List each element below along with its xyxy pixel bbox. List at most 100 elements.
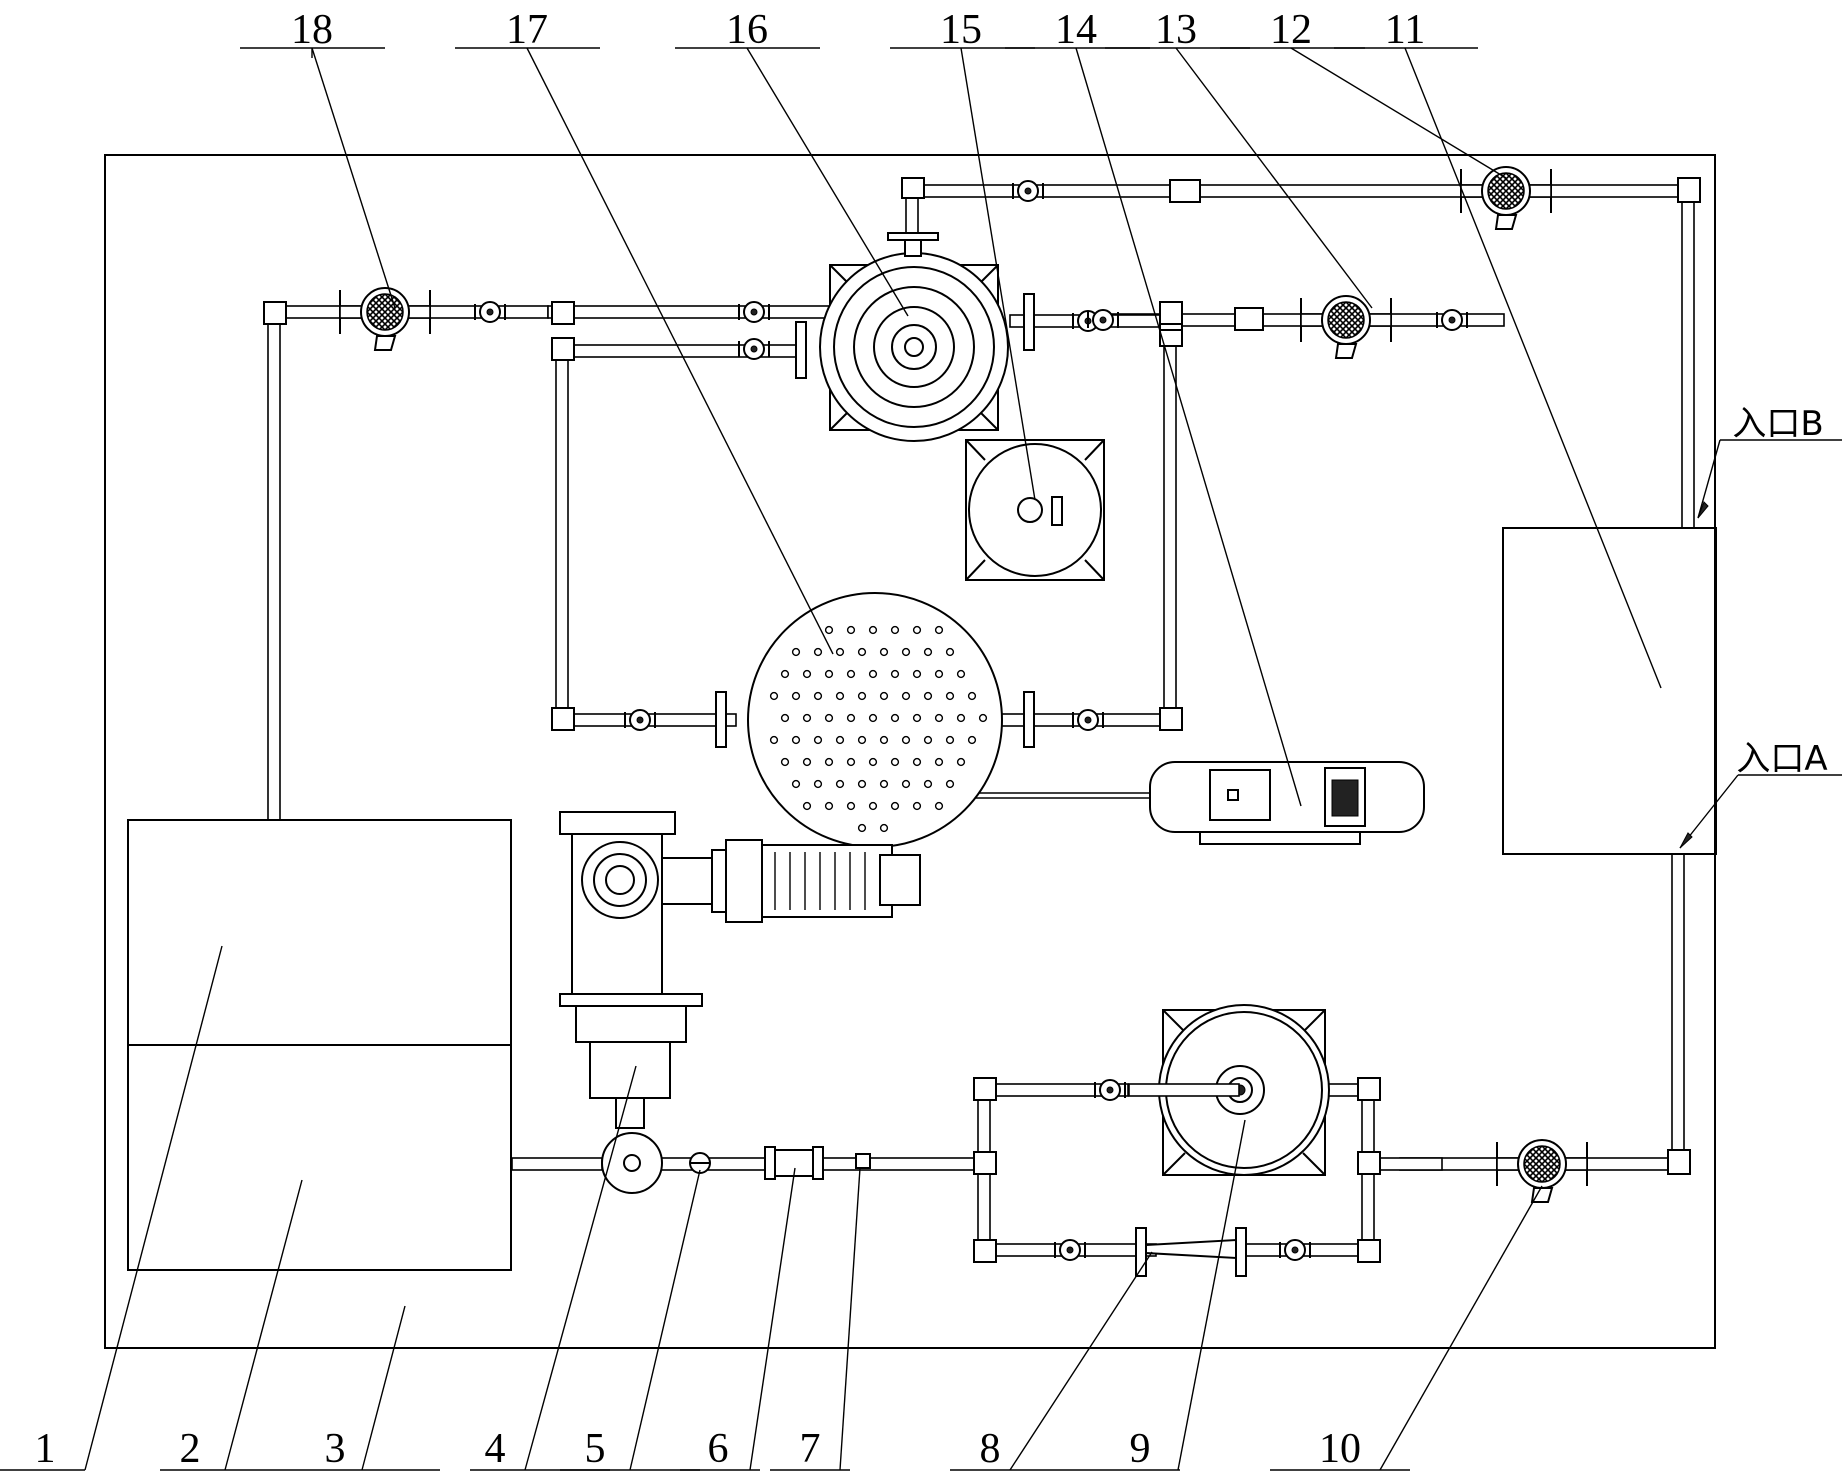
disk-hole — [857, 779, 867, 789]
disk-hole — [769, 735, 779, 745]
filter-12 — [1460, 166, 1552, 230]
disk-hole — [813, 647, 823, 657]
disk-hole — [890, 801, 900, 811]
disk-hole — [780, 713, 790, 723]
disk-hole — [802, 713, 812, 723]
label-1: 1 — [35, 1426, 56, 1472]
disk-hole — [846, 713, 856, 723]
disk-hole — [846, 625, 856, 635]
label-3: 3 — [325, 1426, 346, 1472]
disk-hole — [868, 801, 878, 811]
disk-hole — [824, 801, 834, 811]
disk-hole — [879, 823, 889, 833]
disk-hole — [813, 735, 823, 745]
disk-hole — [901, 691, 911, 701]
disk-hole — [802, 669, 812, 679]
disk-hole — [835, 735, 845, 745]
filter-10 — [1496, 1139, 1588, 1203]
perforated-disk-17 — [715, 592, 1035, 848]
pump-16 — [795, 232, 1035, 442]
disk-hole — [923, 779, 933, 789]
disk-hole — [769, 691, 779, 701]
label-8: 8 — [980, 1426, 1001, 1472]
valve — [738, 301, 770, 323]
union-fitting — [1234, 307, 1264, 331]
disk-hole — [846, 669, 856, 679]
pump-9 — [1128, 1004, 1330, 1176]
disk-hole — [978, 713, 988, 723]
tank-11 — [1502, 527, 1717, 855]
disk-hole — [923, 735, 933, 745]
filter-13 — [1300, 295, 1392, 359]
disk-hole — [813, 779, 823, 789]
disk-hole — [857, 647, 867, 657]
label-16: 16 — [726, 7, 768, 53]
valve — [1072, 709, 1104, 731]
disk-hole — [956, 757, 966, 767]
disk-hole — [791, 691, 801, 701]
disk-hole — [901, 779, 911, 789]
sensor-7 — [855, 1153, 871, 1169]
valve — [624, 709, 656, 731]
pipe-network — [267, 184, 1695, 1257]
disk-hole — [912, 801, 922, 811]
callout-labels: 18 17 16 15 14 13 12 11 1 2 3 4 5 6 7 8 … — [35, 7, 1828, 1472]
disk-hole — [967, 691, 977, 701]
disk-hole — [846, 801, 856, 811]
valve — [738, 338, 770, 360]
disk-hole — [956, 669, 966, 679]
valve — [1012, 180, 1044, 202]
disk-hole — [912, 757, 922, 767]
disk-hole — [890, 757, 900, 767]
disk-hole — [945, 735, 955, 745]
disk-hole — [857, 735, 867, 745]
disk-hole — [791, 647, 801, 657]
label-18: 18 — [291, 7, 333, 53]
valve — [474, 301, 506, 323]
disk-hole — [945, 691, 955, 701]
label-13: 13 — [1155, 7, 1197, 53]
disk-hole — [835, 647, 845, 657]
filter-18 — [339, 287, 431, 351]
disk-hole — [934, 669, 944, 679]
valve — [1054, 1239, 1086, 1261]
disk-hole — [835, 691, 845, 701]
label-12: 12 — [1270, 7, 1312, 53]
disk-hole — [868, 713, 878, 723]
union-fitting — [1169, 179, 1201, 203]
disk-hole — [923, 691, 933, 701]
disk-holes — [769, 625, 988, 833]
disk-hole — [835, 779, 845, 789]
valve-5 — [689, 1152, 711, 1174]
disk-hole — [846, 757, 856, 767]
disk-hole — [945, 647, 955, 657]
label-9: 9 — [1130, 1426, 1151, 1472]
disk-hole — [901, 735, 911, 745]
label-14: 14 — [1055, 7, 1097, 53]
leader-lines — [0, 47, 1842, 1471]
disk-hole — [824, 625, 834, 635]
label-10: 10 — [1319, 1426, 1361, 1472]
disk-hole — [802, 757, 812, 767]
disk-hole — [824, 669, 834, 679]
disk-hole — [945, 779, 955, 789]
disk-hole — [901, 647, 911, 657]
inlet-b-label: 入口B — [1732, 404, 1823, 444]
disk-hole — [879, 779, 889, 789]
disk-hole — [934, 801, 944, 811]
label-11: 11 — [1385, 7, 1425, 53]
disk-hole — [879, 735, 889, 745]
disk-hole — [824, 757, 834, 767]
disk-hole — [890, 669, 900, 679]
disk-hole — [934, 625, 944, 635]
pump-4 — [559, 811, 921, 1194]
tank-1-2 — [127, 819, 512, 1271]
disk-hole — [857, 691, 867, 701]
disk-hole — [780, 757, 790, 767]
valve — [1087, 309, 1119, 331]
disk-hole — [912, 625, 922, 635]
label-7: 7 — [800, 1426, 821, 1472]
disk-hole — [923, 647, 933, 657]
disk-hole — [934, 757, 944, 767]
